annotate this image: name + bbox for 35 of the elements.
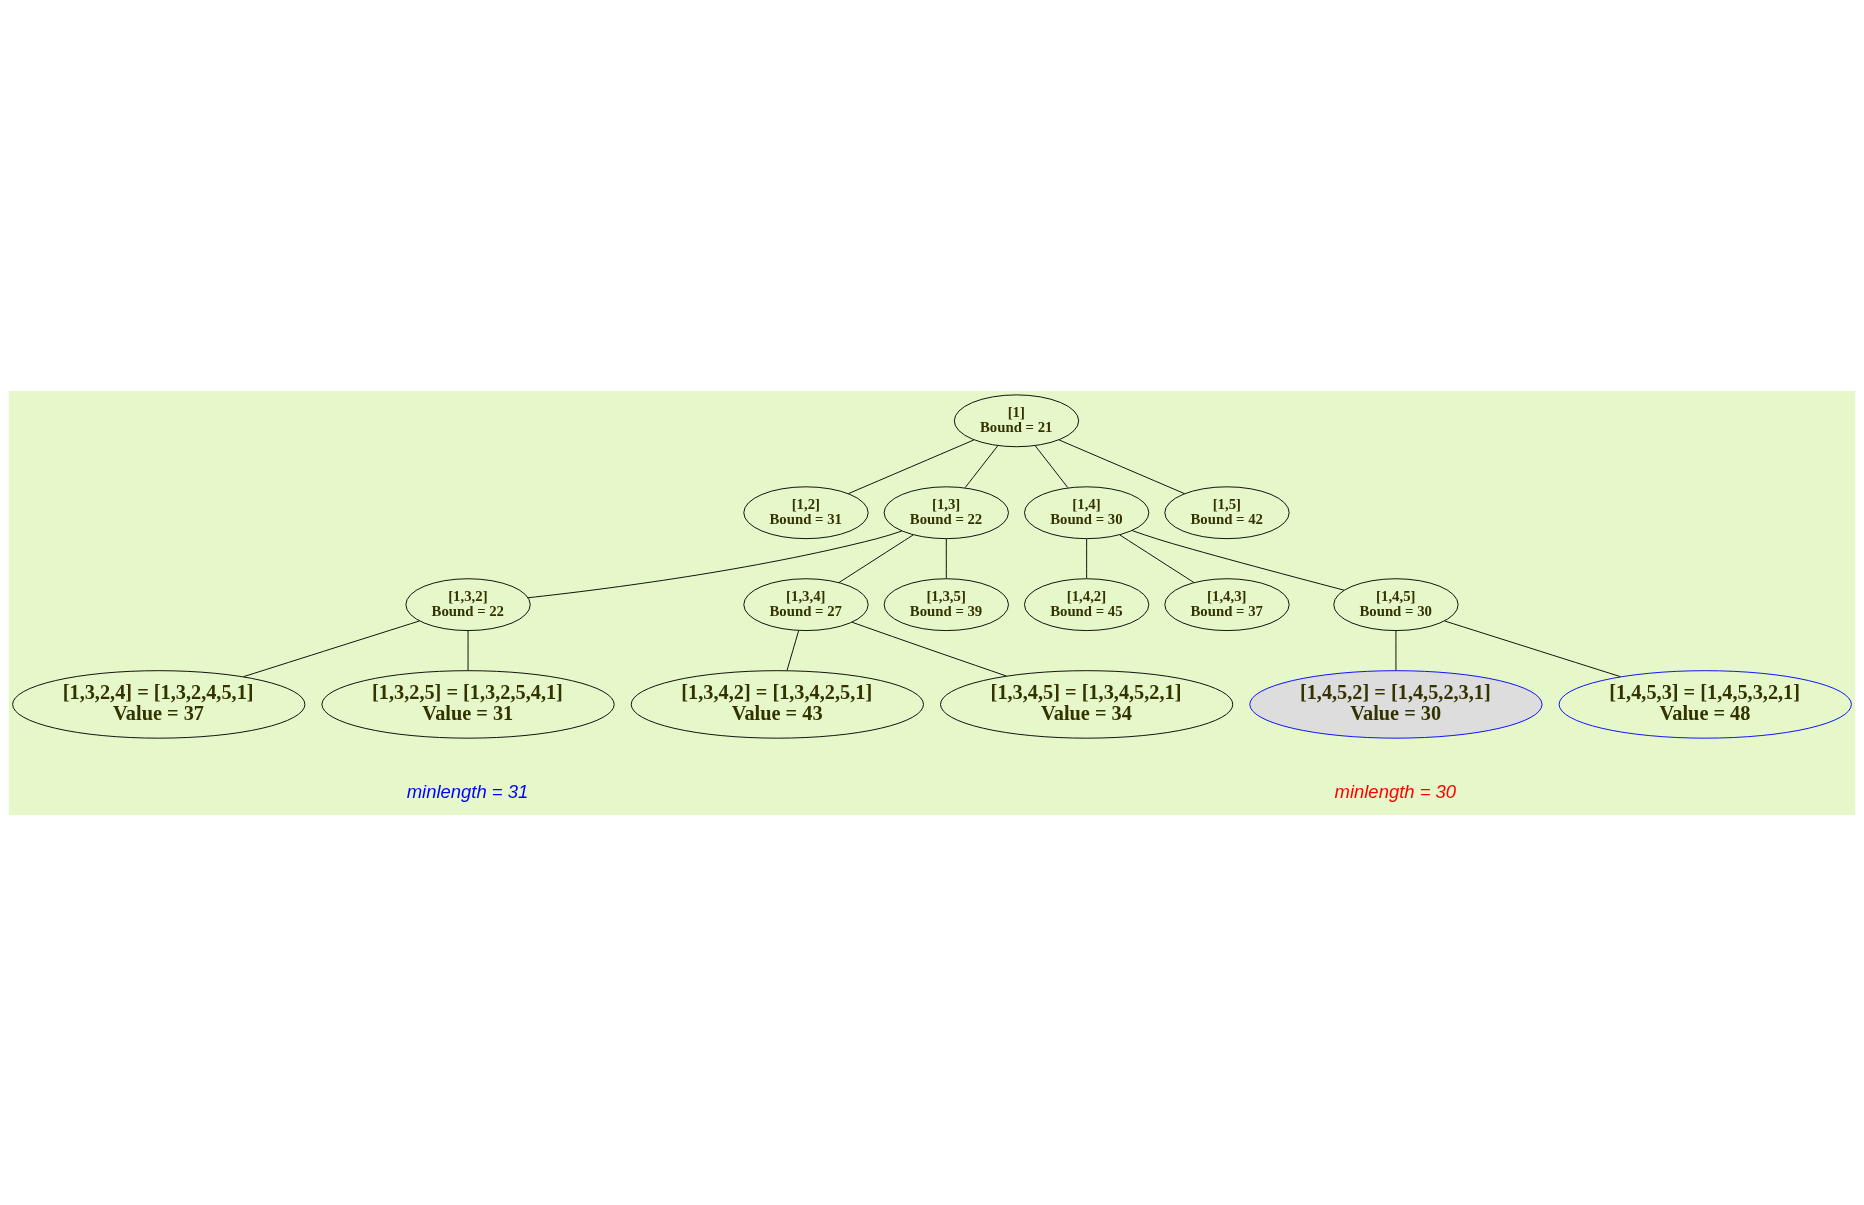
node-ellipse: [1,3,2,5] = [1,3,2,5,4,1] Value = 31 bbox=[321, 669, 615, 739]
connector bbox=[838, 534, 914, 583]
node-ellipse: [1,4] Bound = 30 bbox=[1024, 485, 1150, 539]
connector bbox=[243, 620, 420, 677]
connector bbox=[1086, 538, 1088, 579]
connector bbox=[1131, 529, 1345, 591]
node-ellipse: [1,3,5] Bound = 39 bbox=[883, 577, 1009, 631]
connector bbox=[945, 538, 947, 579]
node-ellipse: [1,3,4] Bound = 27 bbox=[743, 577, 869, 631]
connector bbox=[851, 621, 1007, 676]
connector bbox=[467, 629, 469, 671]
connector bbox=[964, 444, 999, 488]
node-ellipse: [1,3,2,4] = [1,3,2,4,5,1] Value = 37 bbox=[12, 669, 306, 739]
connector bbox=[1034, 444, 1069, 488]
node-ellipse: [1,4,5] Bound = 30 bbox=[1333, 577, 1459, 631]
node-ellipse: [1,3,2] Bound = 22 bbox=[405, 577, 531, 631]
connector bbox=[1119, 534, 1195, 583]
connector bbox=[1058, 439, 1185, 494]
node-ellipse: [1,4,5,3] = [1,4,5,3,2,1] Value = 48 bbox=[1558, 669, 1852, 739]
node-ellipse: [1,3,4,5] = [1,3,4,5,2,1] Value = 34 bbox=[940, 669, 1234, 739]
label: minlength = 30 bbox=[1334, 780, 1457, 802]
node-ellipse: [1] Bound = 21 bbox=[953, 393, 1080, 447]
node-ellipse: [1,2] Bound = 31 bbox=[743, 485, 869, 539]
connector bbox=[786, 629, 800, 671]
connector bbox=[848, 439, 975, 494]
node-ellipse: [1,4,3] Bound = 37 bbox=[1164, 577, 1290, 631]
node-ellipse: [1,4,2] Bound = 45 bbox=[1024, 577, 1150, 631]
label: minlength = 31 bbox=[406, 780, 529, 802]
connector bbox=[1395, 629, 1397, 671]
connector bbox=[527, 530, 903, 598]
connector bbox=[1444, 620, 1621, 677]
node-ellipse: [1,3,4,2] = [1,3,4,2,5,1] Value = 43 bbox=[630, 669, 924, 739]
node-ellipse: [1,4,5,2] = [1,4,5,2,3,1] Value = 30 bbox=[1249, 669, 1543, 739]
node-ellipse: [1,3] Bound = 22 bbox=[883, 485, 1009, 539]
node-ellipse: [1,5] Bound = 42 bbox=[1164, 485, 1290, 539]
